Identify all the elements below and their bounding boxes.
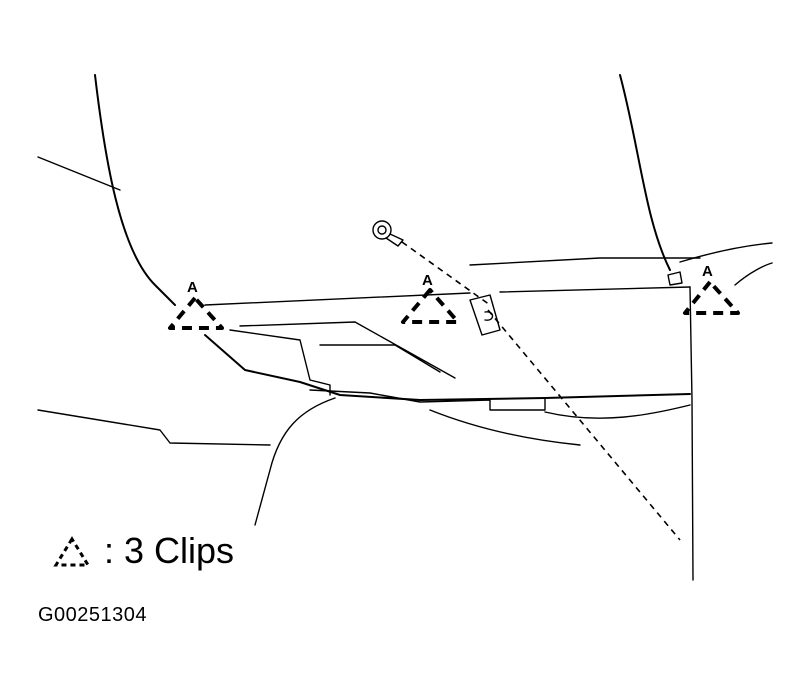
right-clip-leader-line — [487, 309, 681, 541]
clip-marker-center: A — [401, 272, 460, 324]
clip-marker-right: A — [683, 263, 740, 315]
bumper-top-edge-2 — [469, 257, 701, 266]
left-fender-edge — [94, 74, 176, 306]
figure-id: G00251304 — [38, 604, 148, 626]
clip-marker-left: A — [168, 279, 224, 330]
grille-opening — [239, 321, 456, 379]
bumper-top-edge — [204, 286, 691, 306]
legend-text: : 3 Clips — [104, 530, 235, 571]
clip-marker-right-label: A — [702, 263, 713, 280]
bumper-lower-lip-inner — [229, 329, 331, 396]
small-tab — [667, 271, 683, 286]
legend: : 3 Clips — [52, 530, 234, 572]
bolt-icon — [372, 220, 404, 247]
under-panel-edge — [309, 389, 546, 411]
clip-marker-center-label: A — [422, 272, 433, 289]
lower-right-curve — [429, 404, 691, 446]
right-body-line-upper — [679, 242, 773, 263]
bolt-leader-line — [401, 241, 491, 306]
right-panel-edge — [689, 286, 694, 581]
lower-center-curve — [254, 397, 336, 526]
mounting-bracket — [469, 294, 501, 336]
left-body-line — [37, 156, 121, 191]
right-fender-edge — [619, 74, 671, 271]
dashed-triangle-clip-icon — [53, 536, 91, 567]
lower-left-body-line — [37, 409, 271, 446]
right-body-line-lower — [734, 262, 773, 286]
clip-marker-left-label: A — [187, 279, 198, 296]
bumper-lower-lip — [204, 334, 691, 401]
